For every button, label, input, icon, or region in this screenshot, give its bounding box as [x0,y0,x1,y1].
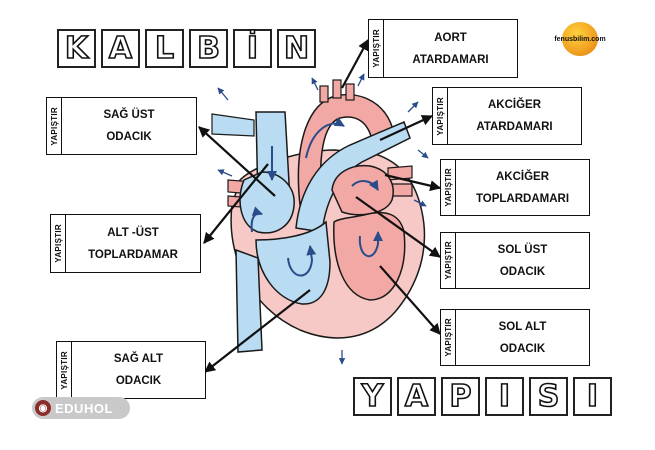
card-line: ATARDAMARI [476,121,553,133]
card-line: AKCİĞER [487,99,542,111]
card-line: SOL ÜST [497,243,548,256]
label-card-akciger-atardamari: YAPIŞTIR AKCİĞER ATARDAMARI [432,87,582,145]
label-card-aort: YAPIŞTIR AORT ATARDAMARI [368,19,518,78]
title-letter: L [145,29,184,68]
flow-arrow [250,206,263,233]
card-line: TOPLARDAMARI [475,192,570,205]
right-atrium [239,171,295,234]
direction-arrow [217,87,229,101]
card-line: ODACIK [115,375,162,387]
card-side-label: YAPIŞTIR [59,350,69,390]
title-letter: S [529,377,568,416]
card-line: SAĞ ÜST [103,109,155,121]
pulmonary-vein-left [211,113,255,137]
pointer-aort [341,39,369,89]
card-line: SOL ALT [498,320,547,333]
title-letter: N [277,29,316,68]
direction-arrow [413,199,427,207]
flow-arrow [351,179,379,191]
watermark-badge: ◉ EDUHOL [32,397,130,419]
label-card-sol-alt-odacik: YAPIŞTIR SOL ALT ODACIK [440,309,590,366]
aorta-branch [345,83,355,101]
pulmonary-artery [295,121,411,233]
flow-arrow [305,117,345,159]
direction-arrow [407,101,419,113]
title-letter: I [485,377,524,416]
pointer-sag-ust-odacik [198,126,276,197]
title-letter: P [441,377,480,416]
pointer-sol-alt-odacik [379,265,441,335]
watermark-text: EDUHOL [55,400,113,416]
site-logo: fenusbilim.com [548,22,612,58]
pointer-sol-ust-odacik [355,196,441,258]
card-side-label: YAPIŞTIR [53,224,63,263]
pointer-akciger-toplardamari [384,173,442,192]
label-card-sag-ust-odacik: YAPIŞTIR SAĞ ÜST ODACIK [46,97,197,155]
direction-arrow [417,149,429,159]
card-line: ALT -ÜST [107,226,159,239]
card-side-label: YAPIŞTIR [443,168,453,207]
card-line: SAĞ ALT [113,353,164,365]
card-line: AORT [434,31,467,44]
label-card-alt-ust-toplardamar: YAPIŞTIR ALT -ÜST TOPLARDAMAR [50,214,201,273]
left-atrium [331,164,394,216]
title-letter: A [397,377,436,416]
card-side-label: YAPIŞTIR [49,106,59,146]
card-side-label: YAPIŞTIR [435,96,445,136]
logo-text: fenusbilim.com [554,36,606,43]
card-side-label: YAPIŞTIR [443,318,453,357]
direction-arrow [311,77,319,91]
title-letter: A [101,29,140,68]
pointer-akciger-atardamari [379,115,433,141]
pointer-alt-ust-toplardamar [203,163,269,244]
card-side-label: YAPIŞTIR [371,29,381,68]
card-line: ODACIK [106,131,152,143]
right-ventricle [255,220,331,305]
logo-ball-icon [562,22,598,56]
card-side-label: YAPIŞTIR [443,241,453,280]
label-card-sag-alt-odacik: YAPIŞTIR SAĞ ALT ODACIK [56,341,206,399]
label-card-akciger-toplardamari: YAPIŞTIR AKCİĞER TOPLARDAMARI [440,159,590,216]
title-letter: K [57,29,96,68]
title-letter: Y [353,377,392,416]
flow-arrow [287,245,317,277]
card-line: ODACIK [499,342,546,355]
title-letter: İ [233,29,272,68]
card-line: ATARDAMARI [412,53,489,66]
card-line: AKCİĞER [495,170,550,183]
watermark-logo-icon: ◉ [35,400,51,416]
label-card-sol-ust-odacik: YAPIŞTIR SOL ÜST ODACIK [440,232,590,289]
card-line: TOPLARDAMAR [88,248,178,261]
title-letter: I [573,377,612,416]
flow-arrow [358,231,383,258]
direction-arrow [357,73,365,87]
card-line: ODACIK [499,265,546,278]
aorta-branch [319,85,329,103]
pointer-sag-alt-odacik [204,289,311,373]
direction-arrow [217,169,233,177]
vena-cava-inferior [235,248,263,353]
aorta-branch [332,79,342,99]
title-letter: B [189,29,228,68]
